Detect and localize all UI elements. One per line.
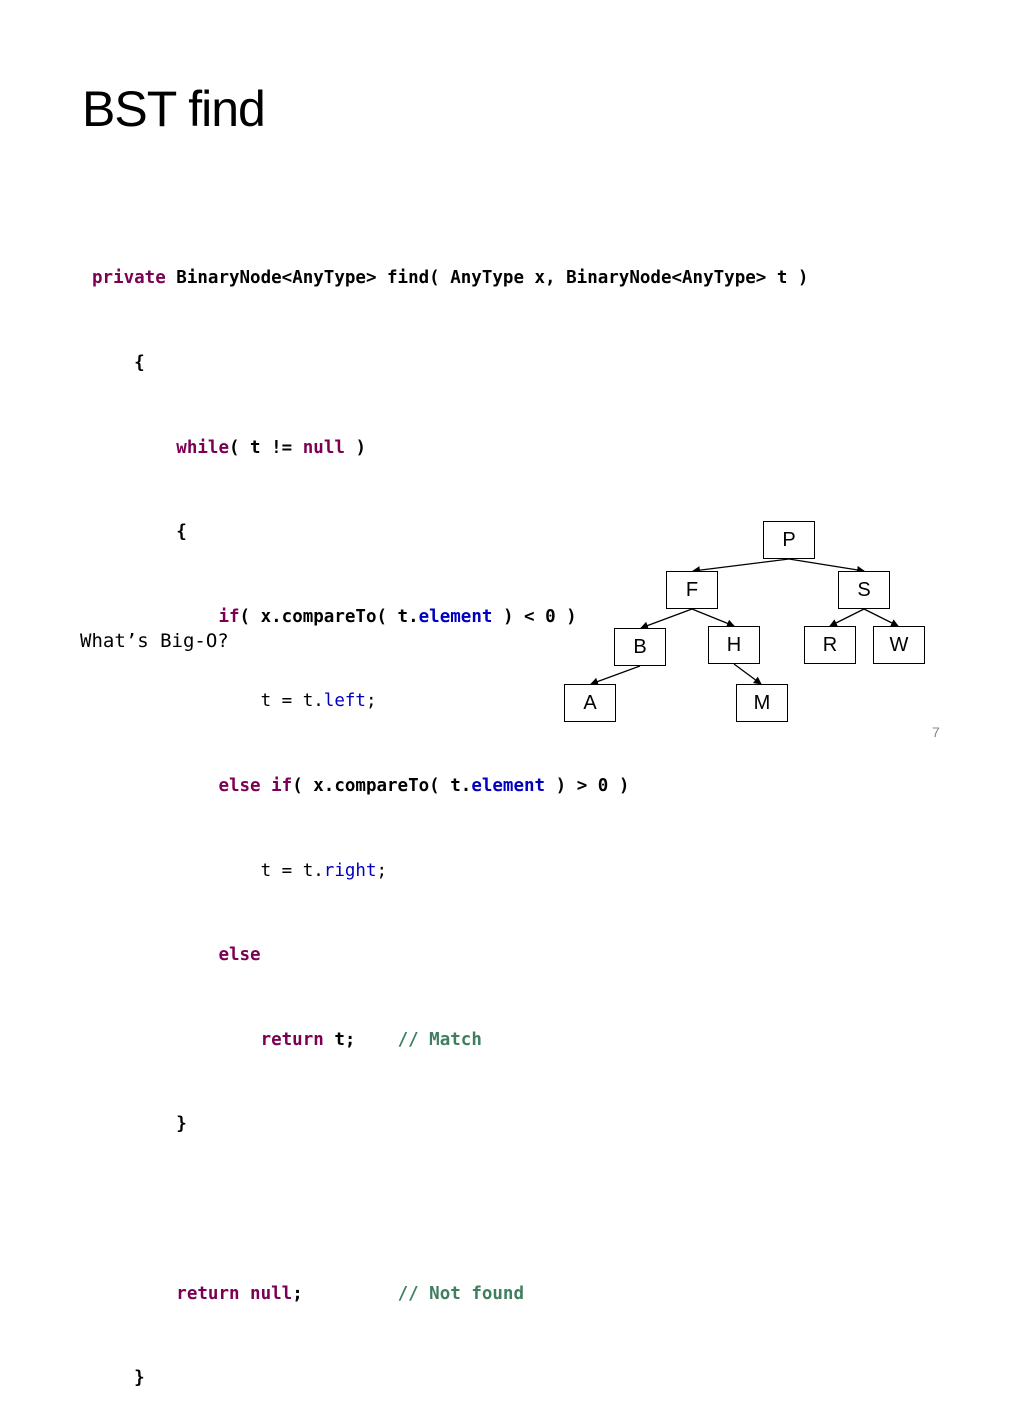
code-text: BinaryNode<AnyType> find( AnyType x, Bin… (165, 268, 809, 289)
tree-node-r: R (804, 626, 856, 664)
code-line: } (92, 1364, 808, 1392)
big-o-question: What’s Big-O? (80, 630, 229, 652)
code-field: left (323, 691, 366, 712)
code-keyword: while (176, 437, 229, 458)
code-line: private BinaryNode<AnyType> find( AnyTyp… (92, 264, 808, 292)
code-text: ; (365, 691, 377, 712)
edge-f-b (640, 608, 693, 630)
tree-node-f: F (666, 571, 718, 609)
tree-edges (590, 558, 899, 686)
code-line: else (92, 941, 808, 969)
code-line: { (92, 518, 808, 546)
bst-diagram: P F S B H R W A M (564, 521, 925, 722)
code-text: ; (292, 1283, 398, 1304)
code-text: { (92, 353, 145, 373)
code-text: ) > 0 ) (545, 775, 630, 796)
tree-node-m: M (736, 684, 788, 722)
edge-p-f (692, 558, 790, 575)
code-line (92, 1195, 808, 1223)
code-text: { (92, 522, 187, 543)
code-text: ) (344, 437, 366, 458)
code-indent (92, 945, 218, 965)
code-keyword: else (218, 945, 261, 966)
code-field: right (323, 860, 377, 881)
tree-node-s: S (838, 571, 890, 609)
edge-h-m (733, 663, 762, 685)
code-text: t = t. (260, 860, 324, 881)
code-keyword: private (92, 268, 166, 289)
code-indent (92, 776, 218, 796)
code-line: else if( x.compareTo( t.element ) > 0 ) (92, 772, 808, 800)
code-field: element (471, 775, 546, 796)
code-text: t; (323, 1029, 398, 1050)
code-indent (92, 1284, 176, 1304)
code-text: ( x.compareTo( t. (239, 606, 419, 627)
code-line: { (92, 349, 808, 377)
code-keyword: if (218, 606, 240, 627)
code-line: while( t != null ) (92, 434, 808, 462)
tree-node-w: W (873, 626, 925, 664)
slide-title: BST find (82, 81, 266, 137)
code-field: element (418, 606, 493, 627)
code-line: } (92, 1110, 808, 1138)
code-indent (92, 1030, 261, 1050)
code-text: ( x.compareTo( t. (292, 775, 472, 796)
code-keyword: else if (218, 775, 293, 796)
page-number: 7 (932, 724, 940, 740)
code-keyword: return null (176, 1283, 293, 1304)
code-line: return null; // Not found (92, 1280, 808, 1308)
tree-node-p: P (763, 521, 815, 559)
tree-node-h: H (708, 626, 760, 664)
edge-s-r (829, 608, 865, 627)
code-text: ; (376, 860, 388, 881)
code-text: ) < 0 ) (492, 606, 577, 627)
code-text: t = t. (260, 691, 324, 712)
tree-node-a: A (564, 684, 616, 722)
code-keyword: return (260, 1029, 324, 1050)
code-comment: // Match (397, 1029, 482, 1050)
code-comment: // Not found (397, 1283, 524, 1304)
tree-node-b: B (614, 628, 666, 666)
code-line: return t; // Match (92, 1026, 808, 1054)
code-text: } (92, 1368, 145, 1389)
code-keyword: null (302, 437, 345, 458)
code-line: t = t.left; (92, 687, 808, 715)
code-indent (92, 861, 261, 881)
code-text: } (92, 1114, 187, 1135)
code-line: t = t.right; (92, 857, 808, 885)
edge-p-s (788, 558, 865, 574)
edge-f-h (691, 608, 735, 628)
code-line: if( x.compareTo( t.element ) < 0 ) (92, 603, 808, 631)
edge-b-a (590, 665, 641, 686)
edge-s-w (863, 608, 899, 627)
code-text: ( t != (228, 437, 303, 458)
